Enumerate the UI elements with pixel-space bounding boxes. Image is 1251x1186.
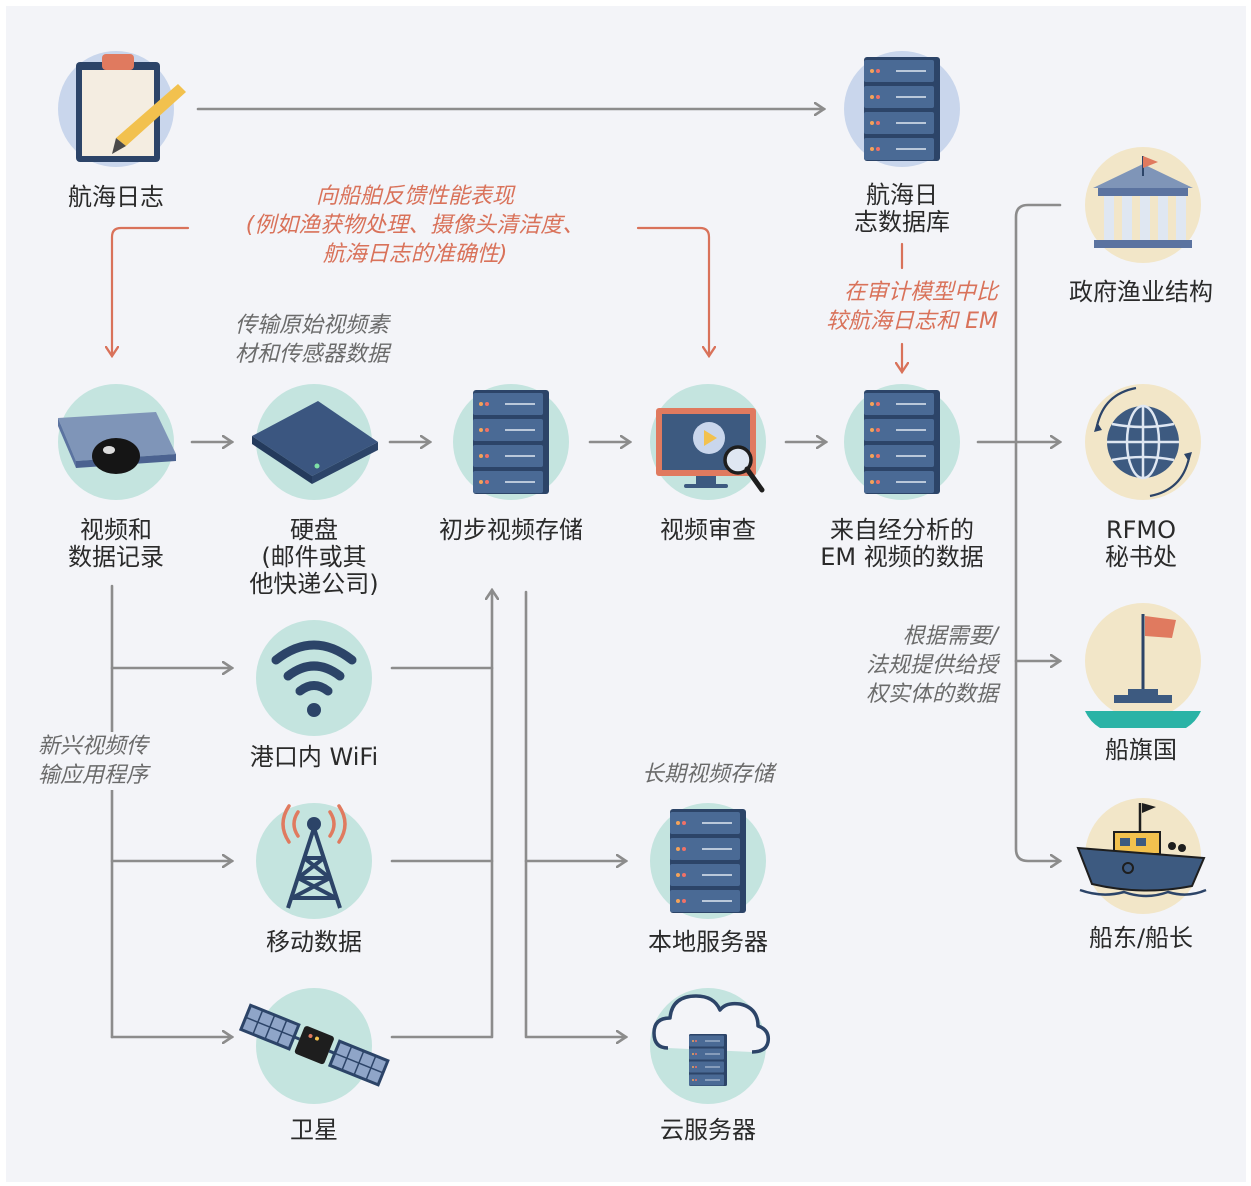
- logbook-label: 航海日志: [68, 183, 164, 211]
- initial-storage-label: 初步视频存储: [439, 516, 583, 544]
- logbook-database-label: 航海日 志数据库: [854, 181, 950, 236]
- flag-state-label: 船旗国: [1105, 736, 1177, 764]
- owner-label: 船东/船长: [1088, 924, 1194, 952]
- flag-state-icon: [1085, 603, 1201, 728]
- port-wifi-label: 港口内 WiFi: [249, 743, 379, 771]
- satellite-label: 卫星: [290, 1116, 338, 1144]
- local-server-icon: [650, 803, 766, 919]
- transmit-note: 传输原始视频素 材和传感器数据: [234, 313, 389, 367]
- emerging-apps-note: 新兴视频传 输应用程序: [38, 732, 198, 790]
- provide-data-note: 根据需要/ 法规提供给授 权实体的数据: [865, 624, 998, 707]
- initial-storage-server-icon: [453, 384, 569, 500]
- wifi-icon: [256, 620, 372, 736]
- camera-recorder-icon: [58, 384, 176, 500]
- government-label: 政府渔业结构: [1069, 278, 1213, 306]
- logbook-database-icon: [844, 51, 960, 167]
- mobile-data-label: 移动数据: [266, 928, 362, 956]
- cloud-server-label: 云服务器: [660, 1116, 756, 1144]
- cell-tower-icon: [256, 803, 372, 919]
- feedback-note: 向船舶反馈性能表现 (例如渔获物处理、摄像头清洁度、 航海日志的准确性): [245, 184, 585, 267]
- globe-icon: [1085, 384, 1201, 500]
- hard-drive-label: 硬盘 (邮件或其 他快递公司): [249, 516, 379, 598]
- cloud-server-icon: [650, 988, 771, 1104]
- video-review-icon: [650, 384, 766, 500]
- logbook-icon: [58, 51, 186, 167]
- compare-note: 在审计模型中比 较航海日志和 EM: [826, 280, 998, 334]
- fishing-vessel-icon: [1076, 798, 1207, 914]
- hard-drive-icon: [252, 384, 378, 500]
- analyzed-data-label: 来自经分析的 EM 视频的数据: [820, 516, 984, 571]
- rfmo-label: RFMO 秘书处: [1105, 516, 1177, 571]
- long-term-storage-note: 长期视频存储: [641, 762, 774, 787]
- recorder-label: 视频和 数据记录: [68, 516, 164, 571]
- analyzed-data-server-icon: [844, 384, 960, 500]
- government-building-icon: [1085, 147, 1201, 263]
- local-server-label: 本地服务器: [648, 928, 768, 956]
- video-review-label: 视频审查: [660, 516, 756, 544]
- diagram-canvas: [58, 51, 1207, 1104]
- em-data-flow-diagram: 航海日志 航海日 志数据库 视频和 数据记录 硬盘 (邮件或其 他快递公司) 初…: [6, 6, 1246, 1182]
- satellite-icon: [238, 988, 390, 1104]
